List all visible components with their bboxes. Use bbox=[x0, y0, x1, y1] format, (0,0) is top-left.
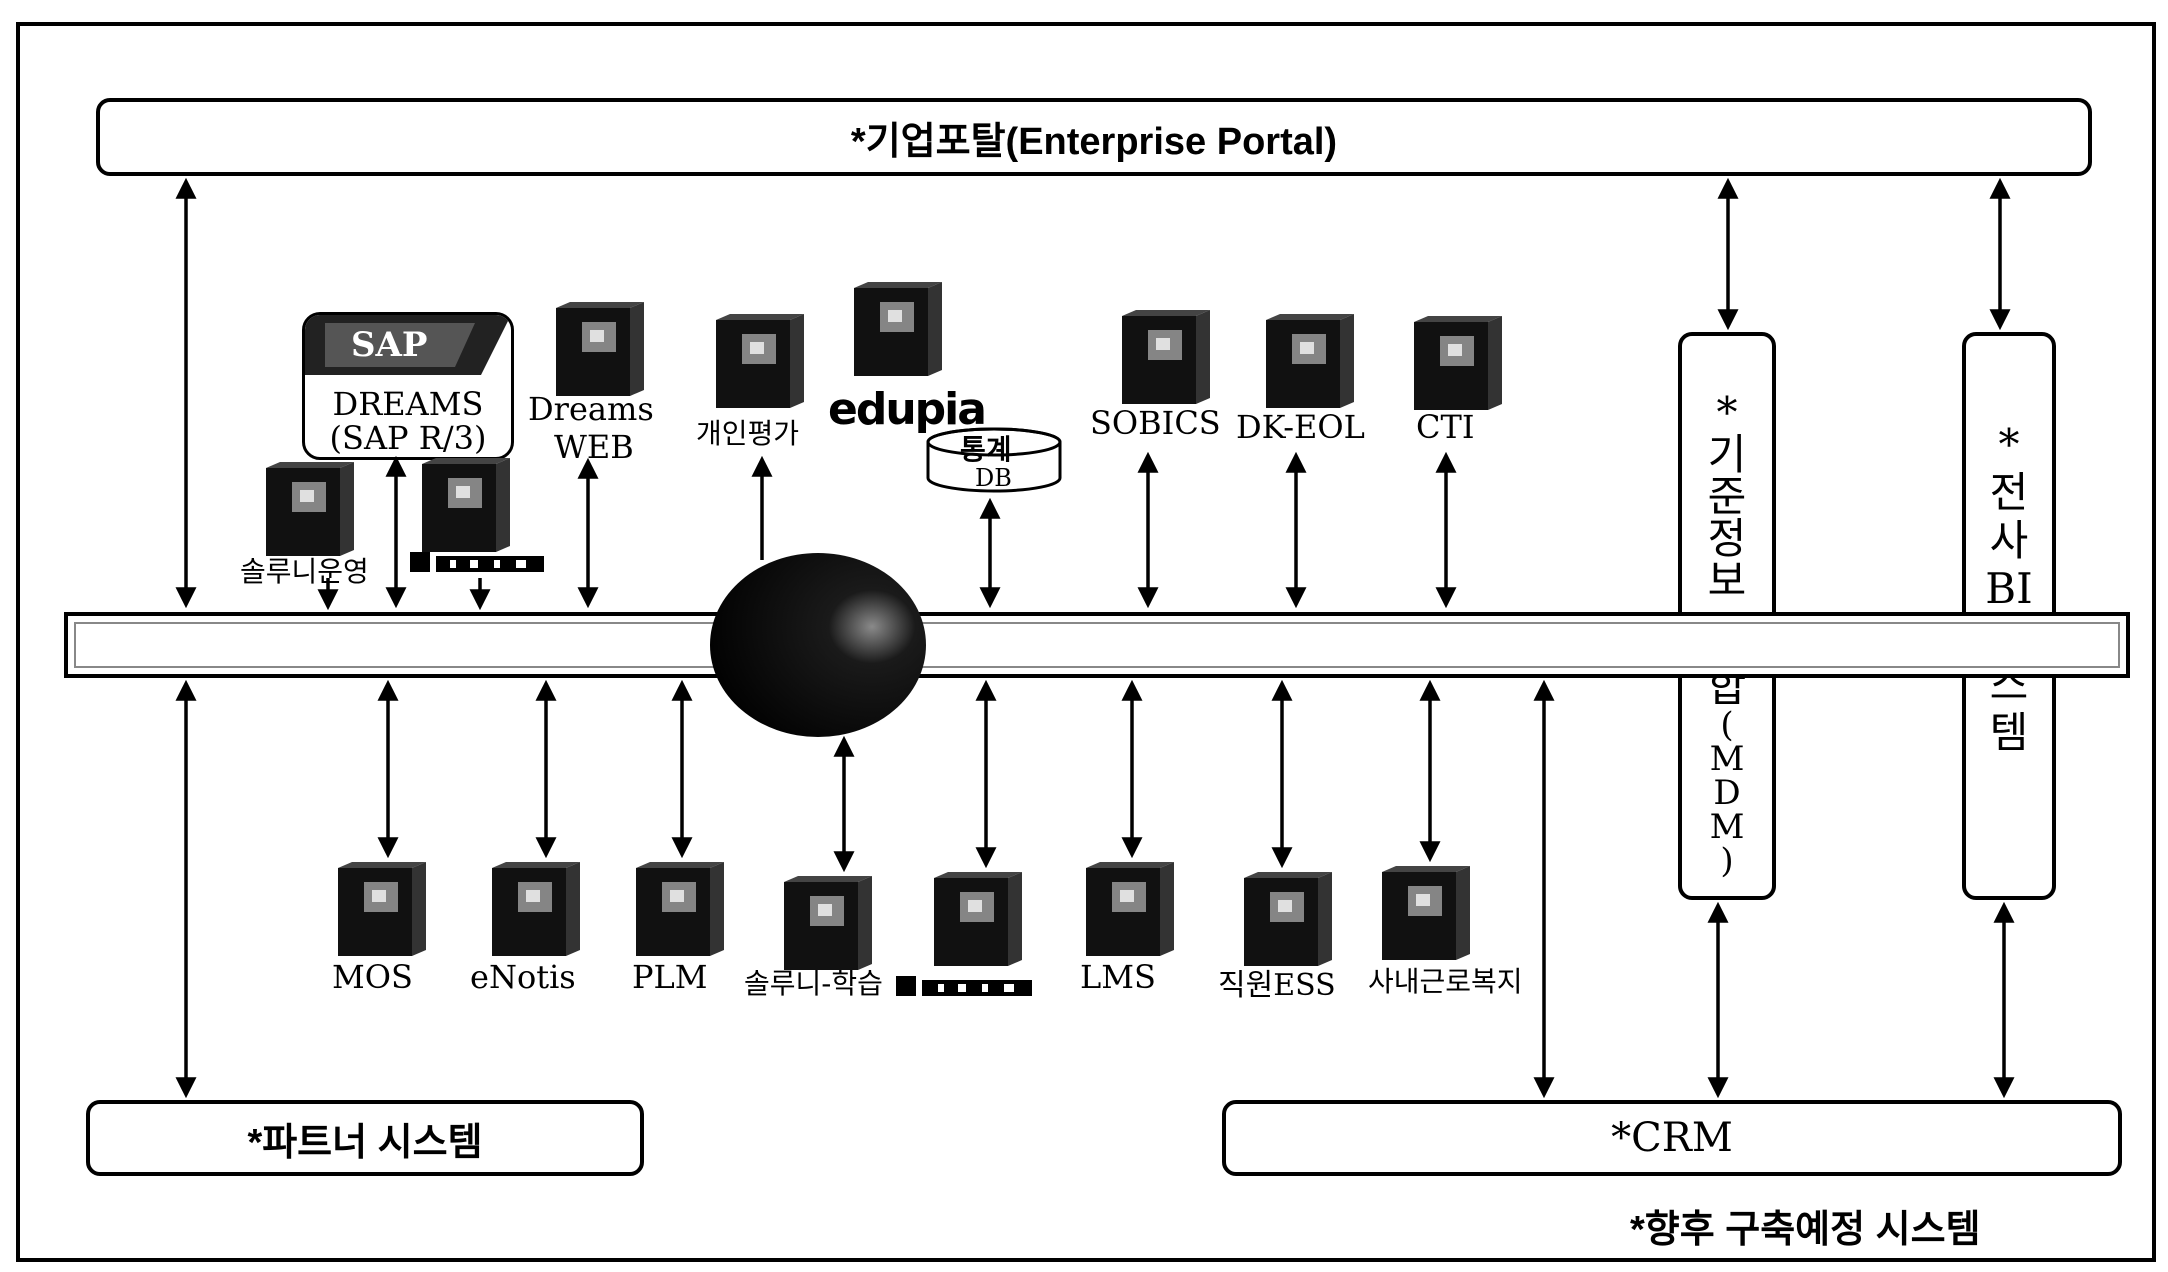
connector-layer bbox=[0, 0, 2168, 1272]
